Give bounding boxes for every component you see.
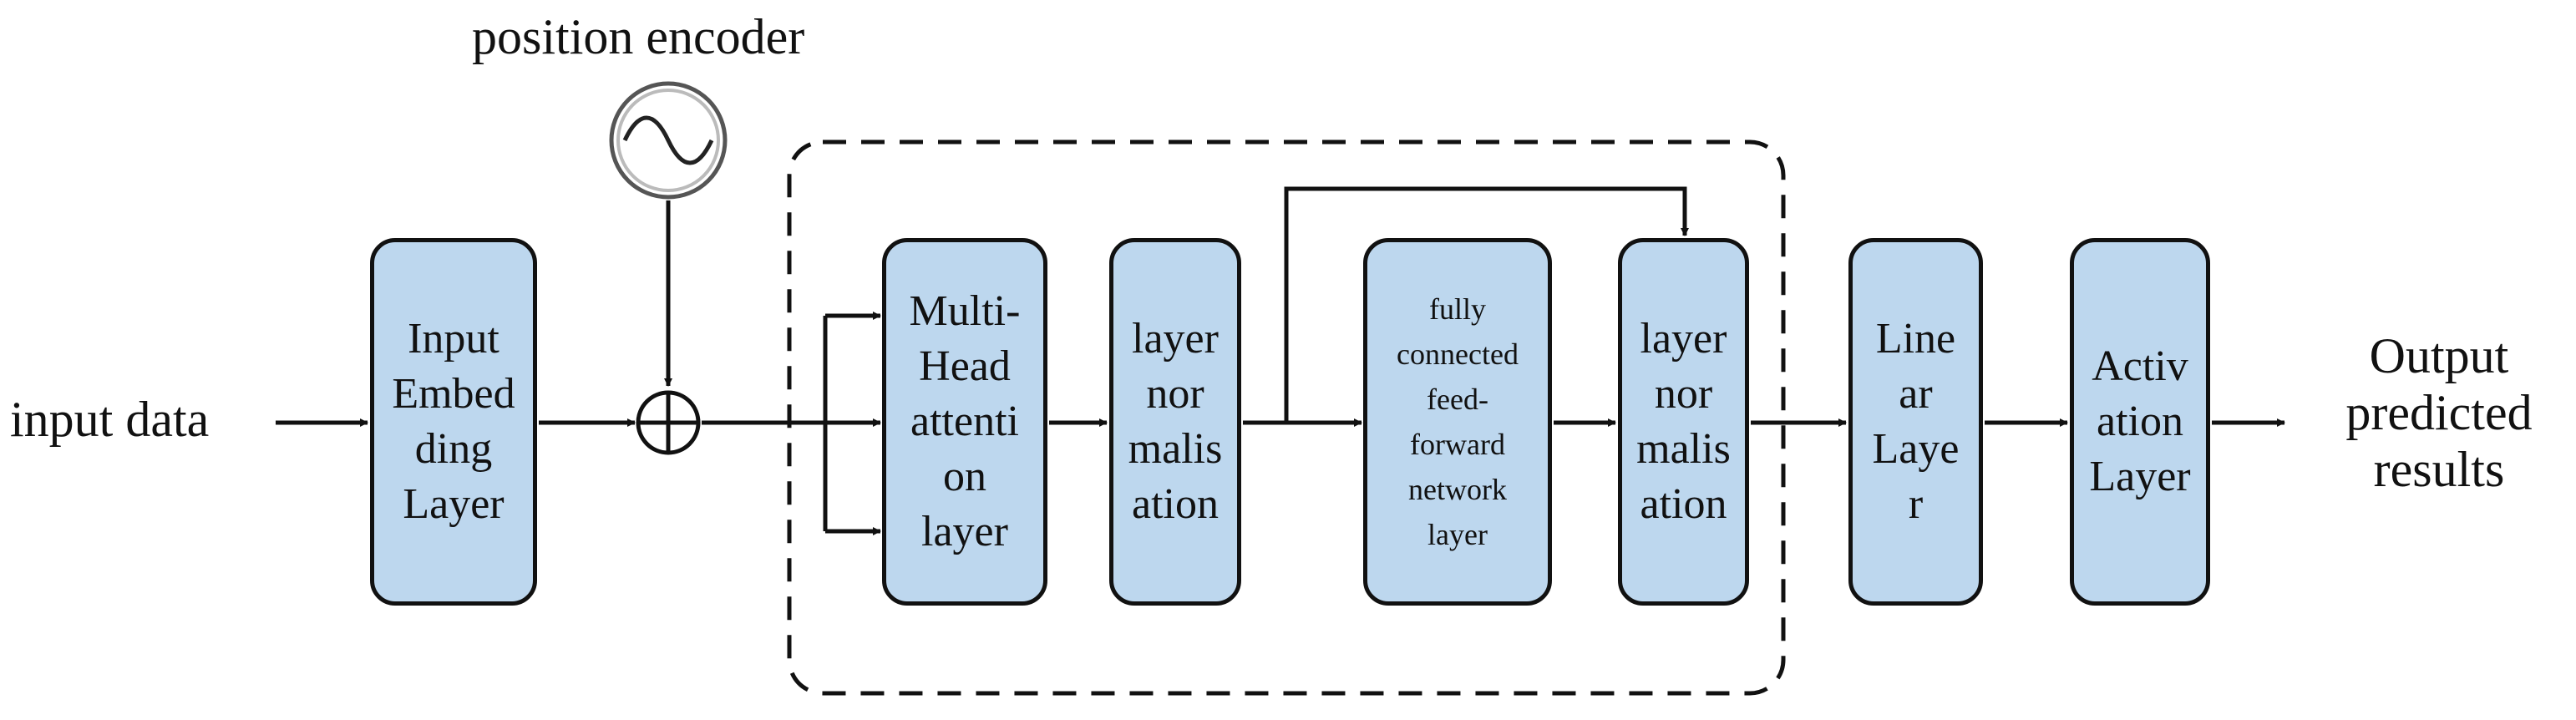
output-label: Output predicted results [2314, 327, 2564, 498]
block-label-line: ation [2097, 398, 2183, 445]
block-label-line: ding [414, 425, 493, 473]
block-label-line: Embed [392, 370, 515, 418]
block-label-line: network [1408, 473, 1507, 506]
block-label-line: layer [921, 508, 1008, 555]
output-label-line: predicted [2345, 385, 2533, 440]
input-data-label: input data [10, 392, 210, 447]
layer-normalisation-block-2: layer nor malis ation [1618, 238, 1749, 606]
block-label-line: nor [1146, 370, 1204, 418]
block-label-line: ation [1132, 480, 1219, 528]
multi-head-attention-block: Multi- Head attenti on layer [882, 238, 1047, 606]
adder-icon [636, 390, 701, 455]
block-label-line: layer [1640, 315, 1727, 363]
layer-normalisation-block-1: layer nor malis ation [1109, 238, 1241, 606]
encoder-block-frame [787, 139, 1786, 696]
block-label-line: Laye [1872, 425, 1960, 473]
block-label-line: ar [1899, 370, 1933, 418]
block-label-line: Line [1875, 315, 1956, 363]
block-label-line: layer [1132, 315, 1219, 363]
block-label-line: feed- [1427, 383, 1488, 416]
block-label-line: Layer [2089, 453, 2191, 500]
block-label-line: connected [1397, 337, 1519, 371]
position-encoder-label: position encoder [472, 9, 805, 64]
block-label-line: malis [1128, 425, 1223, 473]
block-label-line: attenti [910, 398, 1019, 445]
block-label-line: Activ [2092, 342, 2188, 390]
block-label-line: Multi- [909, 287, 1021, 335]
residual-connection [1284, 186, 1689, 423]
block-label-line: fully [1428, 292, 1486, 326]
sine-wave-icon [609, 81, 728, 200]
block-label-line: Head [919, 342, 1011, 390]
activation-layer-block: Activ ation Layer [2070, 238, 2210, 606]
block-label-line: nor [1654, 370, 1713, 418]
block-label-line: layer [1427, 518, 1488, 551]
block-label-line: Input [408, 315, 499, 363]
output-label-line: Output [2369, 328, 2509, 383]
block-label-line: r [1908, 480, 1924, 528]
linear-layer-block: Line ar Laye r [1848, 238, 1983, 606]
block-label-line: forward [1410, 428, 1505, 461]
block-label-line: Layer [403, 480, 505, 528]
output-label-line: results [2373, 442, 2505, 497]
feed-forward-network-block: fully connected feed- forward network la… [1363, 238, 1552, 606]
input-embedding-layer-block: Input Embed ding Layer [370, 238, 537, 606]
block-label-line: on [943, 453, 986, 500]
block-label-line: malis [1636, 425, 1731, 473]
block-label-line: ation [1640, 480, 1727, 528]
